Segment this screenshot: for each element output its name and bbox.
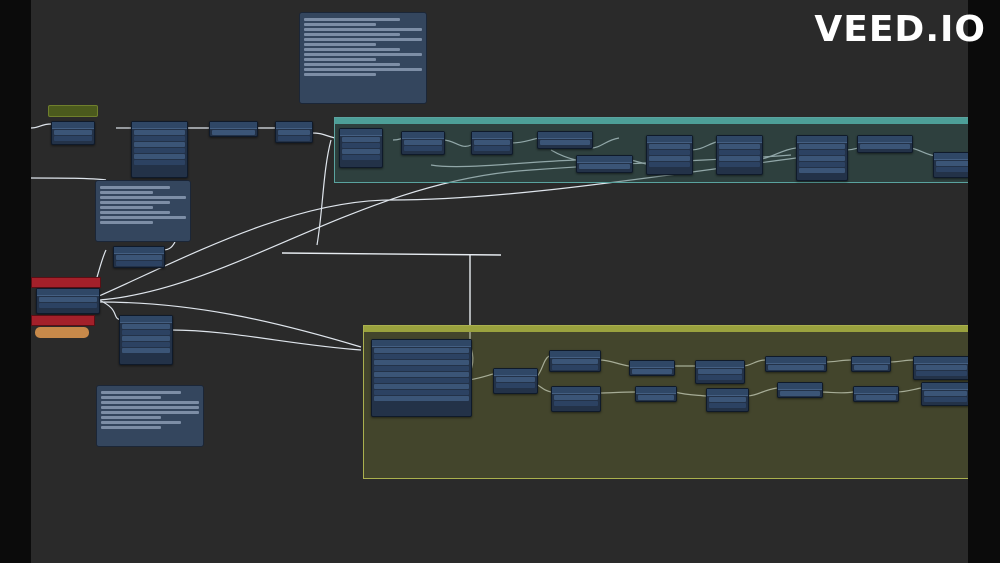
workflow-node[interactable]	[576, 155, 633, 173]
error-node-header[interactable]	[31, 277, 101, 288]
workflow-node[interactable]	[851, 356, 891, 372]
workflow-node[interactable]	[777, 382, 823, 398]
workflow-node[interactable]	[853, 386, 899, 402]
workflow-node[interactable]	[371, 339, 472, 417]
error-node-header[interactable]	[31, 315, 95, 326]
workflow-node[interactable]	[131, 121, 188, 178]
letterbox-right	[968, 0, 1000, 563]
workflow-node[interactable]	[933, 152, 968, 178]
annotation-top[interactable]	[299, 12, 427, 104]
workflow-node[interactable]	[629, 360, 675, 376]
letterbox-left	[0, 0, 31, 563]
workflow-node[interactable]	[36, 288, 100, 314]
workflow-node[interactable]	[275, 121, 313, 143]
workflow-node[interactable]	[549, 350, 601, 372]
workflow-node[interactable]	[857, 135, 913, 153]
workflow-node[interactable]	[635, 386, 677, 402]
workflow-node[interactable]	[765, 356, 827, 372]
workflow-node[interactable]	[119, 315, 173, 365]
workflow-canvas[interactable]	[31, 0, 968, 563]
workflow-node[interactable]	[646, 135, 693, 175]
veed-watermark: VEED.IO	[814, 9, 986, 50]
workflow-node[interactable]	[471, 131, 513, 155]
workflow-node[interactable]	[51, 121, 95, 145]
bookmark-label[interactable]	[48, 105, 98, 117]
workflow-node[interactable]	[339, 128, 383, 168]
workflow-node[interactable]	[716, 135, 763, 175]
annotation-buffer[interactable]	[95, 180, 191, 242]
workflow-node[interactable]	[537, 131, 593, 149]
status-badge	[35, 327, 89, 338]
annotation-geometry[interactable]	[96, 385, 204, 447]
workflow-node[interactable]	[913, 356, 968, 380]
workflow-node[interactable]	[493, 368, 538, 394]
workflow-node[interactable]	[796, 135, 848, 181]
workflow-node[interactable]	[209, 121, 258, 137]
workflow-node[interactable]	[695, 360, 745, 384]
workflow-node[interactable]	[401, 131, 445, 155]
workflow-node[interactable]	[551, 386, 601, 412]
workflow-node[interactable]	[706, 388, 749, 412]
workflow-node[interactable]	[921, 382, 968, 406]
workflow-node[interactable]	[113, 246, 165, 268]
